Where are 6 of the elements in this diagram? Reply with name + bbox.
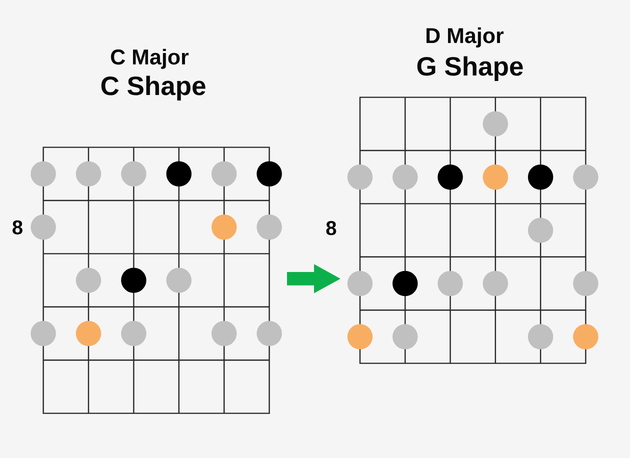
chord-name: C Major <box>110 48 189 69</box>
chord-name: D Major <box>426 27 504 48</box>
shape-name: G Shape <box>417 56 523 81</box>
fret-number: 8 <box>12 220 22 234</box>
shape-name: C Shape <box>101 76 206 100</box>
fret-number: 8 <box>326 221 336 236</box>
